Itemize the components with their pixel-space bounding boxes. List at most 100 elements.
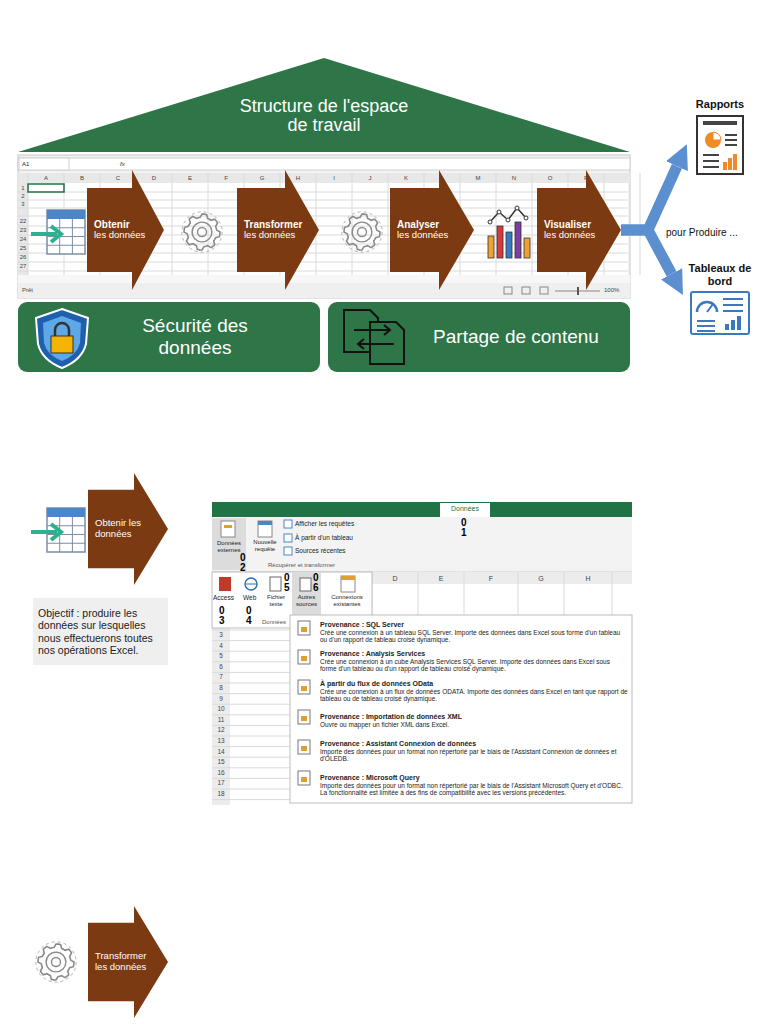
node-body: les données (244, 230, 316, 241)
dashboard-icon (723, 304, 743, 306)
output-arrow (621, 166, 677, 230)
column-letter: B (64, 175, 100, 182)
dashboard-output: Tableaux de bord (684, 262, 756, 336)
grid-line (212, 651, 290, 652)
menu-icon (298, 740, 310, 754)
view-button (522, 287, 530, 294)
menu-icon (301, 746, 307, 751)
text-file-icon (270, 577, 281, 591)
view-button (504, 287, 512, 294)
grid-line (388, 173, 389, 275)
callout-number: 03 (219, 606, 225, 626)
callout-number: 02 (240, 553, 246, 573)
ribbon-button: Données externes (212, 540, 246, 553)
formula-symbol: fx (120, 161, 125, 168)
chart-bar (524, 238, 530, 258)
row-number: 2 (18, 193, 28, 200)
gear-icon (182, 212, 222, 252)
shape-fill (537, 170, 621, 290)
node-body: Importe des données pour un format non r… (320, 782, 628, 797)
process-arrow: Obtenir les données (88, 473, 168, 585)
grid-line (212, 789, 290, 790)
report-icon (725, 144, 737, 146)
small-icon (284, 547, 292, 555)
row-number: 24 (18, 236, 28, 243)
table-icon (47, 543, 85, 544)
column-letter: P (568, 175, 604, 182)
source-button: Fichier texte (263, 594, 289, 607)
connections-icon (341, 576, 355, 592)
node-heading: Rapports (688, 98, 752, 111)
column-letter: E (172, 175, 208, 182)
column-letter: C (100, 175, 136, 182)
grid-line (212, 693, 290, 694)
row-number: 6 (212, 663, 230, 670)
column-header (18, 173, 630, 183)
report-icon (703, 166, 719, 168)
menu-item: Provenance : Assistant Connexion de donn… (318, 738, 630, 764)
row-number: 22 (18, 218, 28, 225)
column-letter: E (418, 575, 464, 583)
dashboard-icon (723, 310, 743, 312)
row-number: 10 (212, 705, 230, 712)
column-letter: H (564, 575, 612, 583)
menu-item: Provenance : Microsoft QueryImporte des … (318, 769, 630, 801)
gear-icon (198, 228, 207, 237)
node-heading: Analyser (397, 219, 469, 231)
process-arrow: Transformer les données (88, 906, 168, 1018)
selected-cell (28, 184, 64, 192)
column-header (372, 572, 632, 584)
ribbon-tab (440, 503, 490, 517)
grid-line (172, 173, 173, 275)
row-number: 26 (18, 254, 28, 261)
gear-icon (38, 944, 74, 980)
node-text: Structure de l'espace de travail (239, 92, 409, 140)
shape-fill (237, 170, 319, 290)
node-text: Transformerles données (244, 190, 316, 270)
row-number: 14 (212, 748, 230, 755)
new-query-icon (258, 521, 272, 537)
dash-icon (689, 290, 751, 336)
lock-icon (55, 323, 69, 336)
web-icon (245, 584, 257, 585)
node-text: À partir du flux de données ODataCrée un… (320, 680, 628, 703)
column-letter: O (532, 175, 568, 182)
node-text: Partage de contenu (410, 326, 622, 348)
chart-icon (488, 206, 530, 258)
grid-line (212, 746, 290, 747)
ribbon-button: Afficher les requêtes (295, 520, 354, 527)
ribbon (212, 517, 632, 572)
row-number: 3 (18, 201, 28, 208)
chart-line (490, 208, 526, 222)
small-icon (284, 520, 292, 528)
menu-icon (301, 627, 307, 632)
row-number: 5 (212, 652, 230, 659)
node-heading: Provenance : SQL Server (320, 621, 628, 629)
column-letter: G (244, 175, 280, 182)
process-arrow: Obtenirles données (87, 170, 164, 290)
menu-item: Provenance : SQL ServerCrée une connexio… (318, 619, 630, 645)
chart-bar (497, 226, 503, 258)
gear-icon (36, 942, 76, 982)
column-letter: H (280, 175, 316, 182)
process-arrow: Visualiserles données (537, 170, 621, 290)
node-body: les données (397, 230, 469, 241)
dashboard-icon (697, 330, 715, 332)
shape-fill (390, 170, 474, 290)
report-output: Rapports (688, 98, 752, 176)
node-body: Crée une connexion à un flux de données … (320, 688, 628, 703)
menu-icon (301, 656, 307, 661)
node-text: Provenance : Assistant Connexion de donn… (320, 740, 628, 763)
chart-dot (524, 216, 528, 220)
node-text: Sécurité des données (110, 315, 280, 359)
source-button: Web (243, 594, 256, 601)
node-heading: Structure de l'espace de travail (239, 97, 409, 135)
report-icon (725, 139, 737, 141)
node-body: Ouvre ou mapper un fichier XML dans Exce… (320, 721, 628, 728)
report-icon (725, 134, 737, 136)
roof-triangle: Structure de l'espace de travail (18, 58, 630, 152)
ribbon-bar (212, 502, 632, 517)
row-number: 25 (18, 245, 28, 252)
access-icon (219, 577, 231, 591)
row-number: 7 (212, 673, 230, 680)
